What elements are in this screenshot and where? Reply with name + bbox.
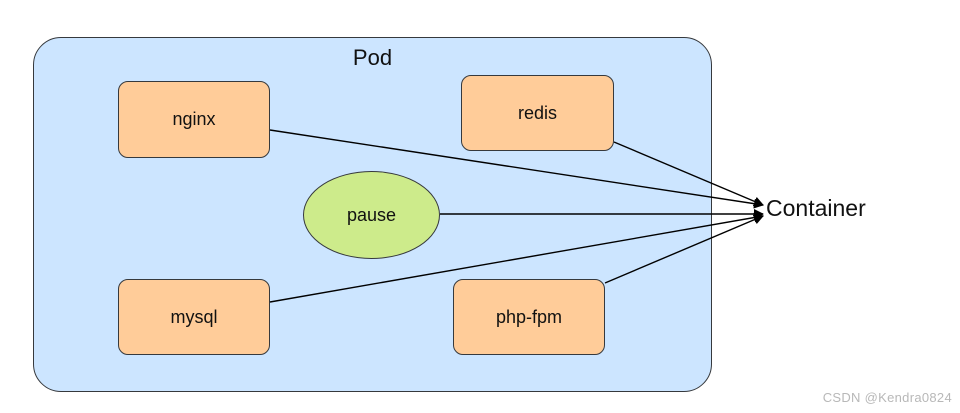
- pause-container: pause: [303, 171, 440, 259]
- nginx-container: nginx: [118, 81, 270, 158]
- php-fpm-container: php-fpm: [453, 279, 605, 355]
- mysql-container: mysql: [118, 279, 270, 355]
- container-label: Container: [766, 195, 866, 221]
- redis-container: redis: [461, 75, 614, 151]
- pod-title: Pod: [352, 45, 393, 70]
- watermark: CSDN @Kendra0824: [822, 390, 952, 405]
